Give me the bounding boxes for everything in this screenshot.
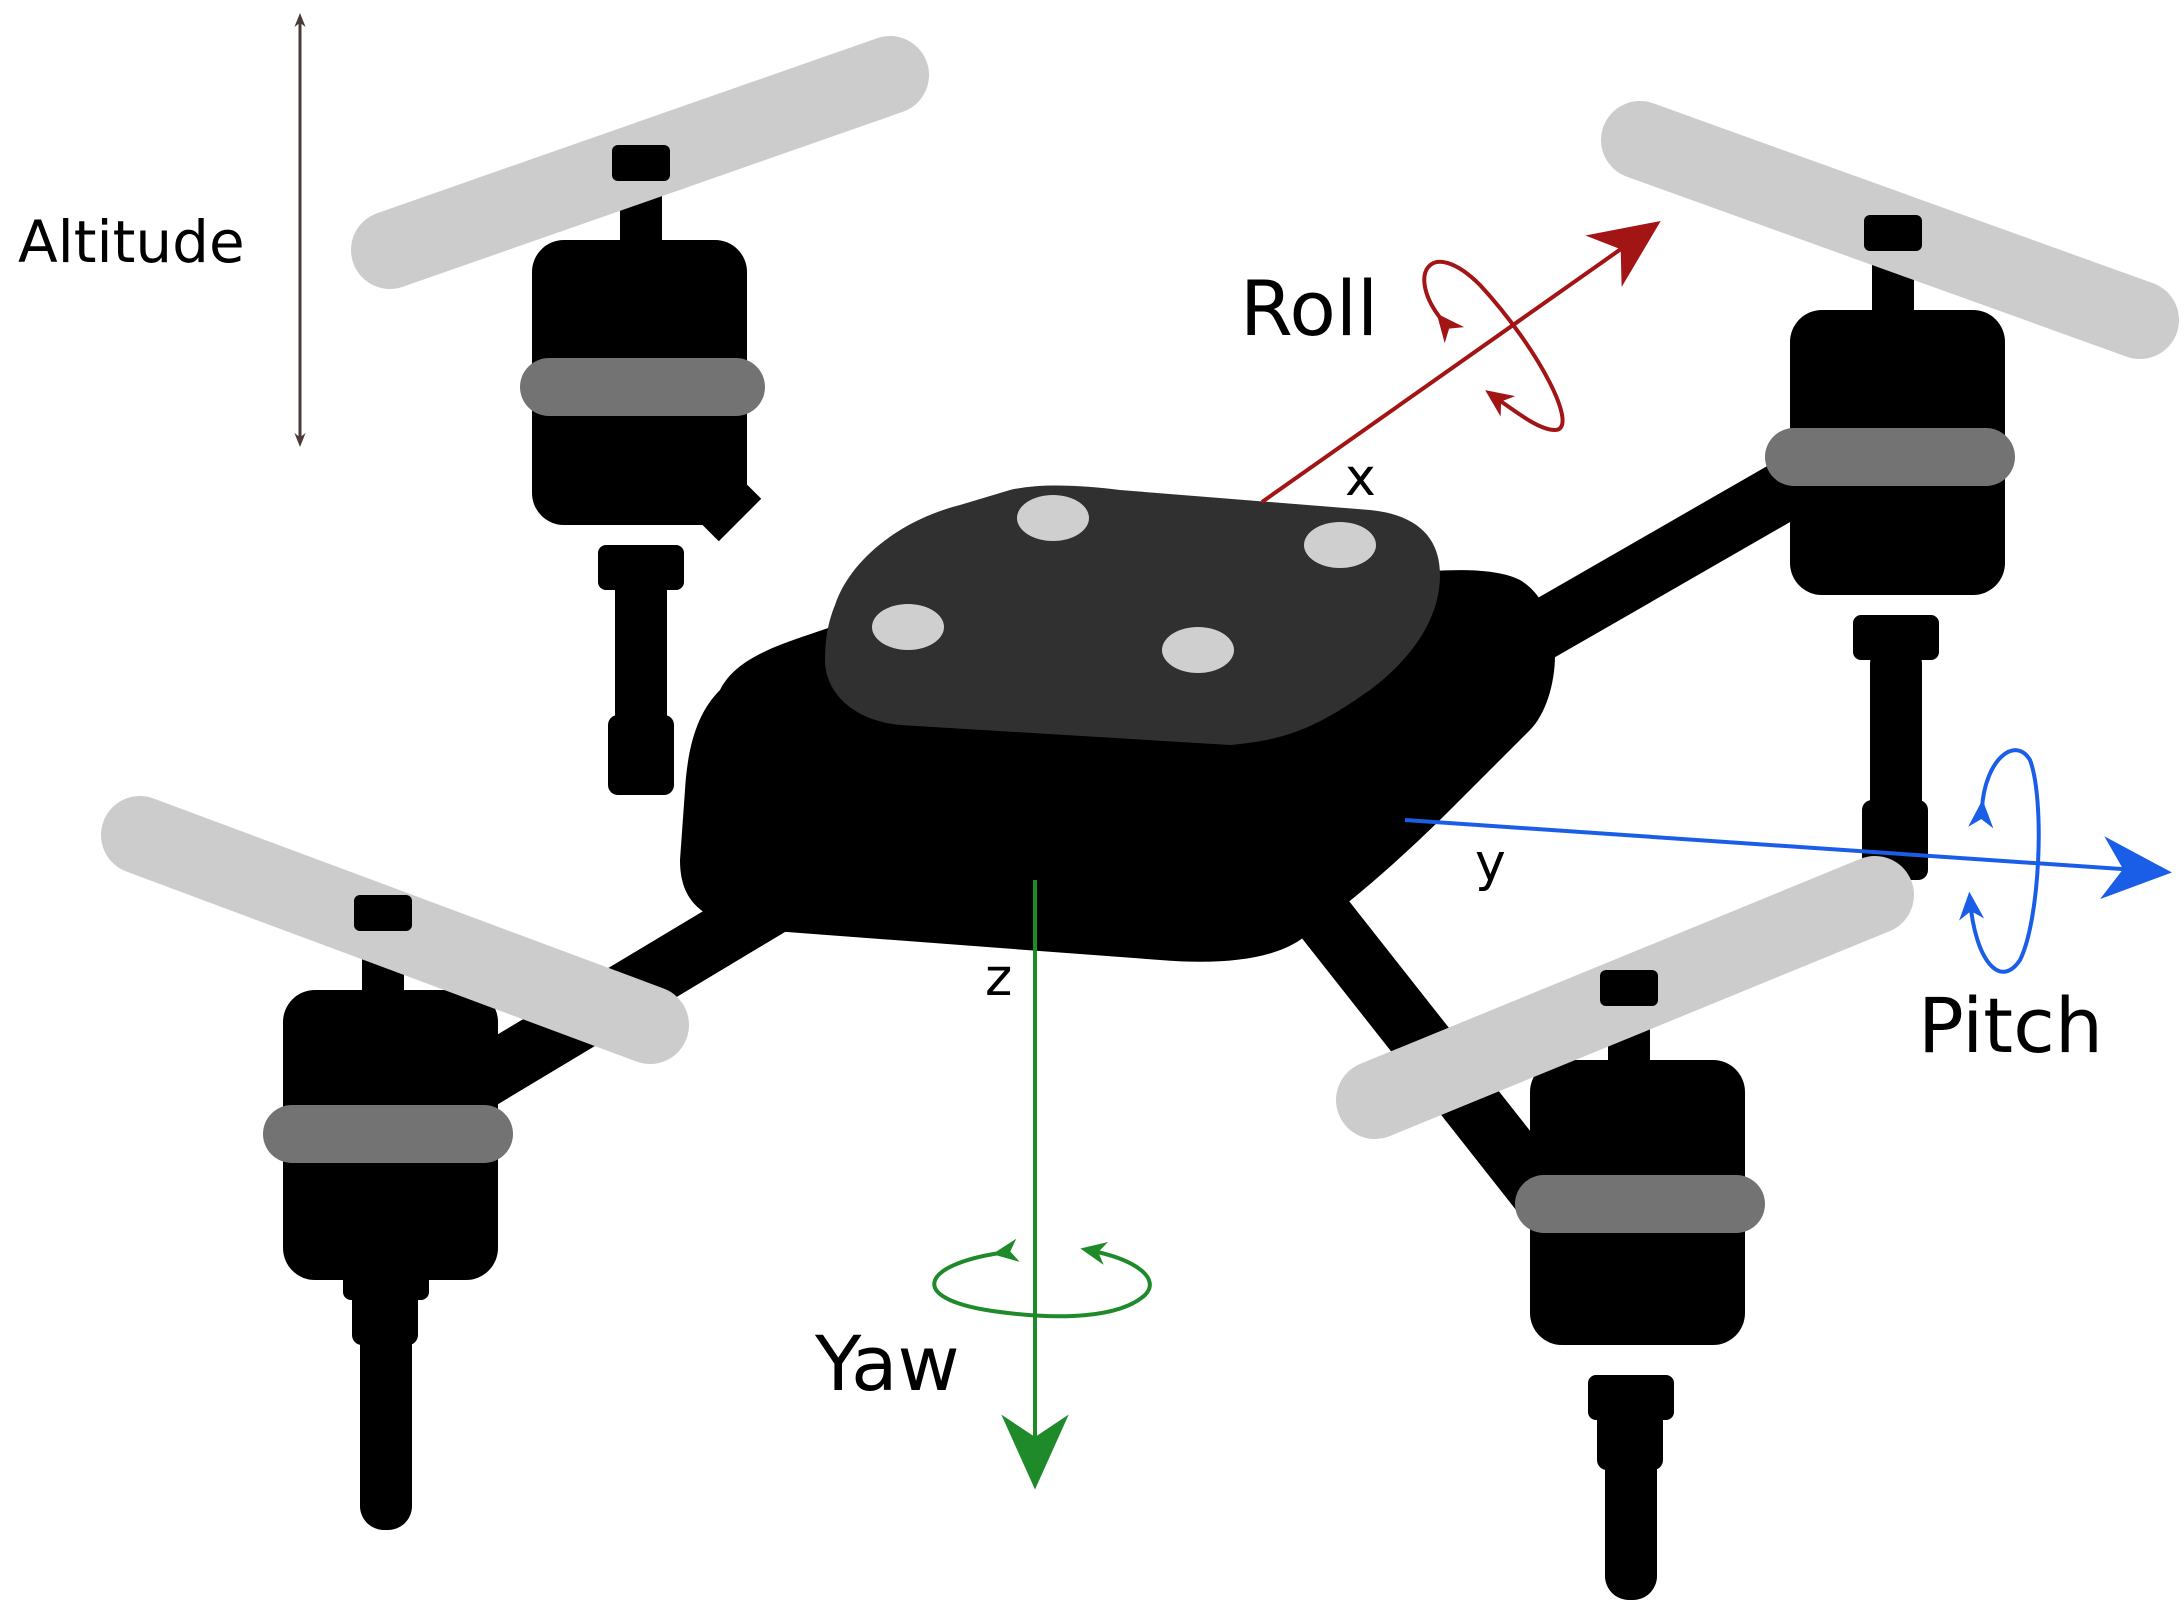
propeller-front-right <box>1601 101 2179 359</box>
propeller-rear-right <box>1336 856 1914 1139</box>
marker-dot <box>1304 522 1376 568</box>
roll-rotation-arrow <box>1422 259 1565 433</box>
marker-dot <box>1162 627 1234 673</box>
motor-rear-right <box>1515 1010 1765 1600</box>
drone-canopy <box>825 485 1440 745</box>
z-axis-label: z <box>985 948 1012 1008</box>
propeller-front-left <box>351 36 929 289</box>
y-axis-arrow <box>1404 818 2172 900</box>
motor-front-right <box>1765 255 2015 880</box>
x-axis-label: x <box>1345 448 1376 508</box>
yaw-label: Yaw <box>814 1319 960 1408</box>
canopy-markers <box>872 495 1376 673</box>
y-axis-label: y <box>1475 833 1506 893</box>
motor-rear-left <box>263 935 513 1530</box>
roll-label: Roll <box>1240 264 1378 353</box>
marker-dot <box>1017 495 1089 541</box>
yaw-rotation-arrow <box>932 1238 1152 1319</box>
altitude-label: Altitude <box>18 208 245 276</box>
pitch-rotation-arrow <box>1959 748 2041 974</box>
marker-dot <box>872 604 944 650</box>
propeller-rear-left <box>101 796 689 1064</box>
pitch-label: Pitch <box>1918 981 2103 1070</box>
